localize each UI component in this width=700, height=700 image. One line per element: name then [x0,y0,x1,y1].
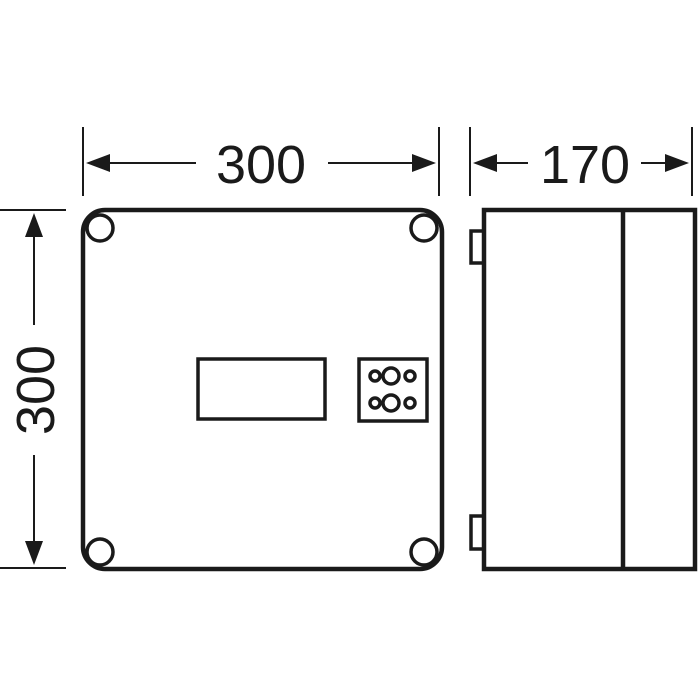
hinge-bottom-icon [469,514,486,551]
front-height-dimension: 300 [0,209,66,569]
depth-arrow-left-icon [473,154,497,172]
front-width-label: 300 [216,135,306,195]
side-view-outline [481,207,698,572]
socket-block-frame [357,357,429,423]
corner-screw-top-left-icon [85,213,115,243]
front-width-dimension: 300 [82,127,440,196]
socket-large-top-icon [381,366,401,386]
side-depth-label: 170 [540,135,630,195]
side-depth-dimension: 170 [469,127,693,196]
width-arrow-left-icon [86,154,110,172]
height-arrow-bottom-icon [25,541,43,565]
socket-small-bottom-left-icon [368,396,382,410]
hinge-top-icon [469,229,486,265]
socket-small-top-left-icon [368,369,382,383]
depth-arrow-right-icon [665,154,689,172]
inspection-window [196,357,327,421]
corner-screw-top-right-icon [409,213,439,243]
height-arrow-top-icon [25,213,43,237]
socket-small-top-right-icon [403,369,417,383]
corner-screw-bottom-left-icon [85,537,115,567]
socket-large-bottom-icon [381,393,401,413]
socket-block [357,357,429,423]
front-height-label: 300 [6,345,66,435]
width-arrow-right-icon [412,154,436,172]
front-view-outline [80,207,445,572]
side-view [469,207,698,572]
socket-small-bottom-right-icon [403,396,417,410]
corner-screw-bottom-right-icon [409,537,439,567]
front-view [80,207,445,572]
